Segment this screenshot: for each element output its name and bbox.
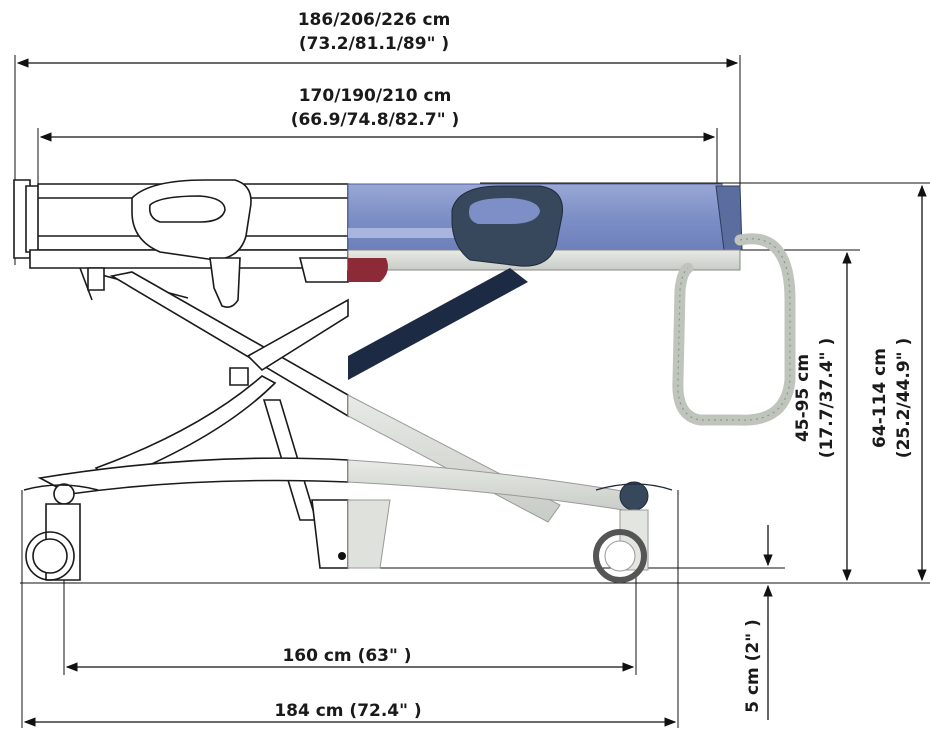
caster-wheel [593, 529, 647, 583]
height-range-line2: (17.7/37.4" ) [817, 338, 837, 458]
red-accent [348, 258, 388, 282]
dimension-labels: 186/206/226 cm (73.2/81.1/89" ) 170/190/… [274, 10, 914, 721]
inner-length-line2: (66.9/74.8/82.7" ) [291, 110, 460, 130]
stretcher-rendered-half [347, 183, 796, 583]
ground-clearance-label: 5 cm (2" ) [743, 619, 763, 713]
base-length-label: 184 cm (72.4" ) [274, 701, 421, 721]
inner-length-line1: 170/190/210 cm [299, 86, 452, 106]
caster-pivot [619, 481, 649, 511]
total-height-line2: (25.2/44.9" ) [894, 338, 914, 458]
dark-strut [348, 268, 528, 380]
total-height-line1: 64-114 cm [870, 348, 890, 448]
wheelbase-label: 160 cm (63" ) [282, 646, 411, 666]
overall-length-line1: 186/206/226 cm [298, 10, 451, 30]
overall-length-line2: (73.2/81.1/89" ) [299, 34, 449, 54]
height-range-line1: 45-95 cm [793, 354, 813, 442]
stretcher-lineart-half [13, 179, 349, 581]
dimension-arrows [16, 58, 927, 727]
